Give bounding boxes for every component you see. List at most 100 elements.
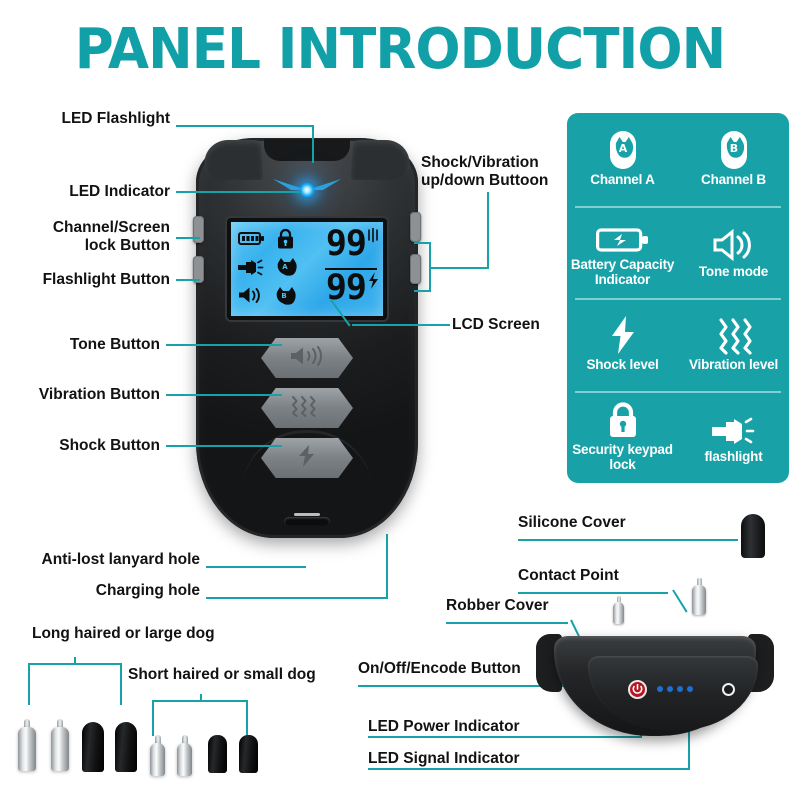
vibration-waves-icon — [287, 395, 327, 422]
legend-panel: A Channel A B Channel B — [567, 113, 789, 483]
label-led-signal-indicator: LED Signal Indicator — [368, 750, 520, 767]
leader-contact-point-h — [518, 592, 668, 594]
legend-item-shock-level: Shock level — [567, 298, 678, 391]
remote-top-notch — [264, 139, 350, 161]
leader-on-off-encode — [358, 685, 606, 687]
prong-long-cap-2 — [115, 722, 137, 772]
remote-shoulder-left — [202, 140, 264, 180]
leader-updown-tick-up — [414, 242, 431, 244]
prong-long-metal-1 — [18, 719, 36, 771]
probe-shaft — [613, 602, 624, 624]
legend-label: Channel A — [590, 171, 655, 187]
label-anti-lost-lanyard-hole: Anti-lost lanyard hole — [41, 551, 200, 568]
remote-bottom-contour — [241, 430, 373, 494]
leader-updown-down — [429, 267, 431, 292]
tone-speaker-icon — [711, 222, 757, 262]
legend-item-tone-mode: Tone mode — [678, 206, 789, 299]
prong-cap — [239, 735, 258, 773]
legend-item-flashlight: flashlight — [678, 391, 789, 484]
led-power-indicator-dots — [657, 686, 693, 692]
legend-row-battery-tone: Battery Capacity Indicator Tone mode — [567, 205, 789, 299]
channel-a-dog-icon: A — [606, 130, 640, 170]
channel-b-dog-icon: B — [717, 130, 751, 170]
shock-vibration-up-button[interactable] — [410, 212, 421, 242]
probe-tip — [696, 578, 702, 585]
label-flashlight-button: Flashlight Button — [42, 271, 170, 288]
prong-short-metal-2 — [177, 735, 192, 776]
lcd-icon-column: A B — [231, 222, 323, 316]
lcd-digit-column: 99 99 — [323, 222, 383, 316]
prong-shaft — [150, 743, 165, 776]
leader-short-right — [246, 700, 248, 736]
dog-b-icon: B — [275, 286, 297, 311]
label-long-haired-large-dog: Long haired or large dog — [32, 625, 215, 642]
label-led-flashlight: LED Flashlight — [61, 110, 171, 127]
lcd-row-speaker-dog-b: B — [238, 285, 323, 311]
label-silicone-cover: Silicone Cover — [518, 514, 626, 531]
legend-label: flashlight — [704, 449, 763, 465]
led-power-dot — [687, 686, 693, 692]
anti-lost-lanyard-hole — [294, 513, 320, 516]
vibration-icon — [367, 227, 379, 248]
label-on-off-encode-button: On/Off/Encode Button — [358, 660, 521, 677]
label-tone-button: Tone Button — [69, 336, 160, 353]
svg-text:A: A — [618, 142, 627, 155]
label-charging-hole: Charging hole — [95, 582, 200, 599]
label-led-power-indicator: LED Power Indicator — [368, 718, 520, 735]
leader-updown-tick-down — [414, 290, 431, 292]
leader-updown-stem — [487, 192, 489, 269]
legend-row-lock-flashlight: Security keypad lock flashlight — [567, 390, 789, 484]
leader-short-stem — [200, 694, 202, 702]
led-signal-indicator — [722, 683, 735, 696]
legend-label: Tone mode — [698, 264, 769, 280]
leader-shock-button — [166, 445, 282, 447]
prong-tip — [154, 735, 161, 744]
legend-label: Vibration level — [688, 356, 779, 372]
charging-hole — [284, 517, 330, 526]
leader-robber-cover-h — [446, 622, 568, 624]
leader-updown-cross — [429, 267, 489, 269]
prong-cap — [208, 735, 227, 773]
label-shock-button: Shock Button — [59, 437, 160, 454]
leader-led-signal-h — [368, 768, 690, 770]
leader-led-power-h — [368, 736, 642, 738]
vibration-button-pad[interactable] — [261, 388, 353, 428]
lock-icon — [276, 228, 295, 255]
leader-tone-button — [166, 344, 282, 346]
silicone-cover-part — [741, 514, 765, 558]
remote-transmitter: A B — [193, 138, 421, 538]
legend-label: Channel B — [701, 171, 766, 187]
prong-tip — [181, 735, 188, 744]
leader-lanyard-hole — [206, 566, 306, 568]
flashlight-button[interactable] — [193, 256, 204, 283]
leader-long-cross — [28, 663, 122, 665]
leader-channel-screen-lock — [176, 237, 200, 239]
lcd-row-flashlight-dog-a: A — [238, 257, 323, 283]
shock-vibration-down-button[interactable] — [410, 254, 421, 284]
label-channel-screen-lock: Channel/Screen lock Button — [52, 219, 170, 254]
legend-item-channel-a: A Channel A — [567, 113, 678, 206]
leader-long-right — [120, 663, 122, 705]
receiver-body — [554, 636, 758, 736]
flashlight-icon — [710, 407, 758, 447]
channel-screen-lock-button[interactable] — [193, 216, 204, 243]
label-short-haired-small-dog: Short haired or small dog — [128, 666, 316, 683]
led-power-dot — [677, 686, 683, 692]
leader-contact-point-diag — [672, 589, 688, 613]
legend-item-vibration-level: Vibration level — [678, 298, 789, 391]
lcd-bottom-reading: 99 — [323, 270, 379, 311]
prong-shaft — [18, 727, 36, 771]
led-power-dot — [667, 686, 673, 692]
svg-text:B: B — [281, 292, 286, 300]
leader-charging-hole-v — [386, 534, 388, 598]
leader-vibration-button — [166, 394, 282, 396]
prong-long-metal-2 — [51, 719, 69, 771]
prong-cap — [82, 722, 104, 772]
dog-a-icon: A — [276, 257, 298, 282]
led-power-dot — [657, 686, 663, 692]
legend-item-battery: Battery Capacity Indicator — [567, 206, 678, 299]
prong-short-cap-1 — [208, 735, 227, 773]
leader-short-left — [152, 700, 154, 736]
on-off-encode-button[interactable] — [628, 680, 647, 699]
